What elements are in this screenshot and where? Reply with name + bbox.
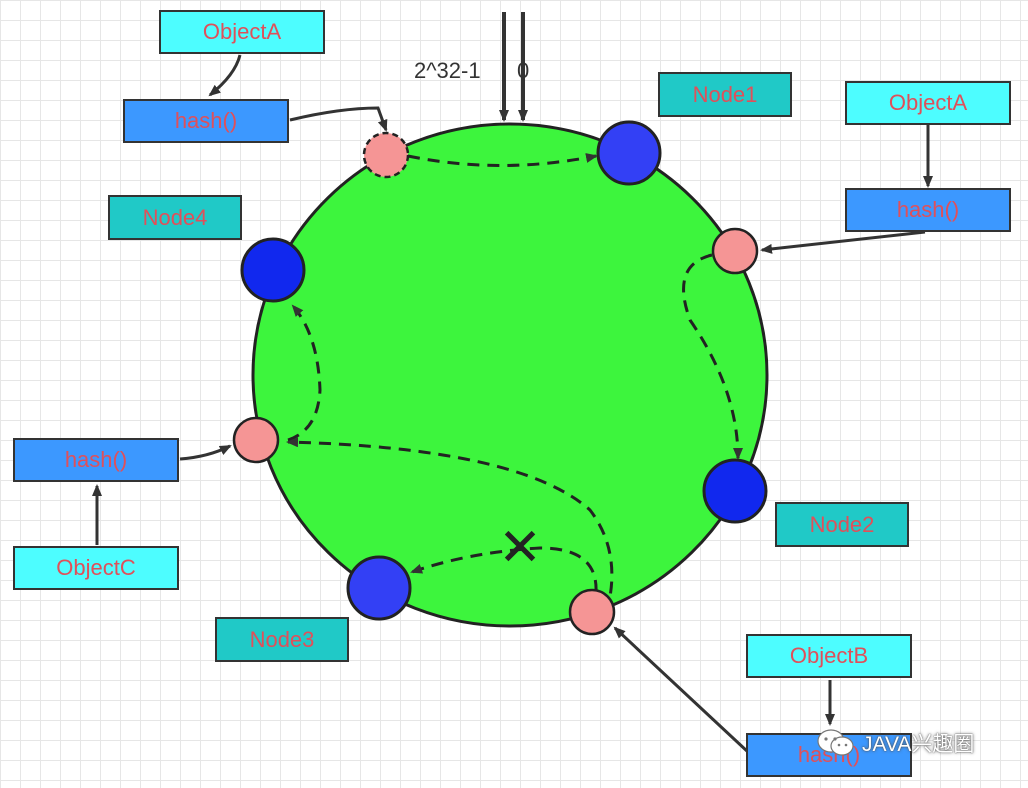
dashed-arrow-to-node3-removed	[410, 546, 598, 593]
objecta-top-box: ObjectA	[159, 10, 325, 54]
arrow-objecta-top-to-hash	[208, 54, 242, 97]
hash-point-objectc	[232, 416, 280, 464]
removed-cross-icon: ✕	[498, 518, 542, 578]
node3-circle	[346, 555, 412, 621]
dashed-arrow-remap-to-hash-left	[286, 437, 614, 633]
objectb-box: ObjectB	[746, 634, 912, 678]
dashed-arrow-to-node2	[682, 253, 743, 460]
dashed-arrow-to-node4	[287, 304, 322, 442]
arrow-hash-right-to-ring	[760, 230, 926, 254]
objectc-box: ObjectC	[13, 546, 179, 590]
objecta-right-box: ObjectA	[845, 81, 1011, 125]
hash-ring	[251, 122, 769, 628]
hash-point-objecta-right	[711, 227, 759, 275]
dashed-arrow-to-node1	[407, 153, 598, 167]
node1-label: Node1	[658, 72, 792, 117]
watermark-text: JAVA兴趣圈	[862, 733, 975, 756]
hash-function-top-box: hash()	[123, 99, 289, 143]
node3-label: Node3	[215, 617, 349, 662]
node4-circle	[240, 237, 306, 303]
ring-end-label: 2^32-1	[414, 58, 481, 83]
arrow-hash-top-to-ring	[289, 106, 388, 132]
node2-circle	[702, 458, 768, 524]
node2-label: Node2	[775, 502, 909, 547]
arrow-hash-left-to-ring	[179, 444, 232, 461]
node1-circle	[596, 120, 662, 186]
hash-point-objectb	[568, 588, 616, 636]
watermark: JAVA兴趣圈	[816, 728, 974, 758]
ring-start-label: 0	[517, 58, 530, 83]
wechat-icon	[817, 729, 854, 756]
node4-label: Node4	[108, 195, 242, 240]
hash-function-right-box: hash()	[845, 188, 1011, 232]
hash-point-objecta-top	[362, 131, 410, 179]
hash-function-bottom-box: hash()	[746, 733, 912, 777]
arrow-hash-bottom-to-ring	[613, 626, 750, 754]
hash-function-left-box: hash()	[13, 438, 179, 482]
